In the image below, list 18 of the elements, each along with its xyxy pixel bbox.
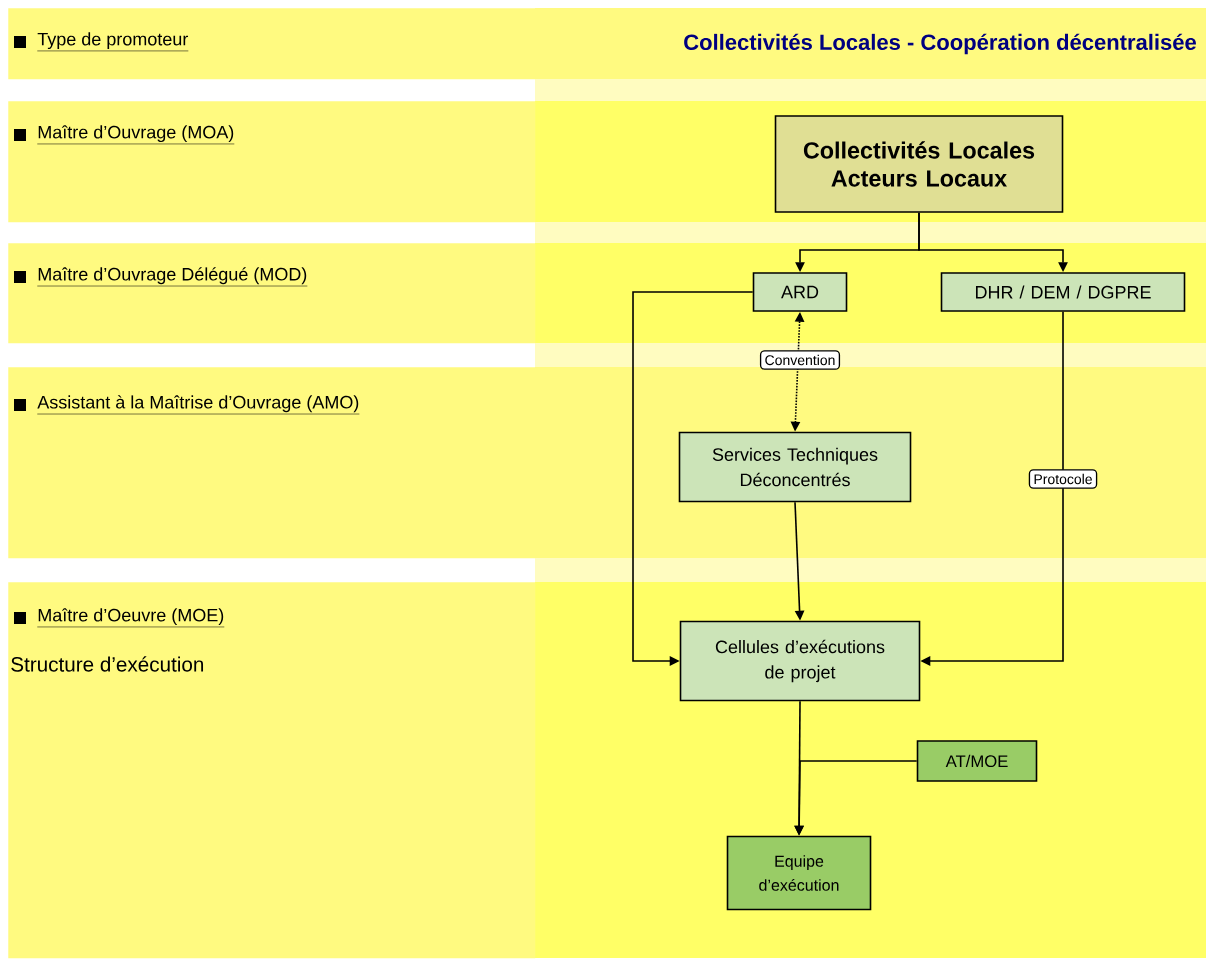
process-box: ARD: [752, 272, 848, 312]
row-band: Type de promoteur: [8, 8, 536, 80]
process-box: AT/MOE: [916, 740, 1038, 782]
title: Collectivités Locales - Coopération décentralisée: [684, 33, 1196, 55]
title-box: Collectivités Locales Acteurs Locaux: [774, 115, 1064, 213]
process-box: Equipe d’exécution: [726, 835, 872, 911]
arrow: [632, 291, 754, 666]
process-box: DHR / DEM / DGPRE: [940, 272, 1186, 312]
edge-label: Convention: [759, 350, 841, 370]
process-box: Services Techniques Déconcentrés: [678, 431, 912, 503]
row-band: Maître d’Ouvrage (MOA): [8, 101, 536, 223]
node-label: Assistant à la Maîtrise d’Ouvrage (AMO): [37, 395, 359, 413]
row-band: Assistant à la Maîtrise d’Ouvrage (AMO): [8, 367, 536, 559]
edge-label: Protocole: [1028, 469, 1098, 489]
row-band: Maître d’Ouvrage Délégué (MOD): [8, 243, 536, 344]
process-box: Cellules d’exécutions de projet: [679, 620, 921, 702]
node-label: Type de promoteur: [37, 32, 189, 50]
row-band: Maître d’Oeuvre (MOE) Structure d’exécution: [8, 582, 536, 959]
